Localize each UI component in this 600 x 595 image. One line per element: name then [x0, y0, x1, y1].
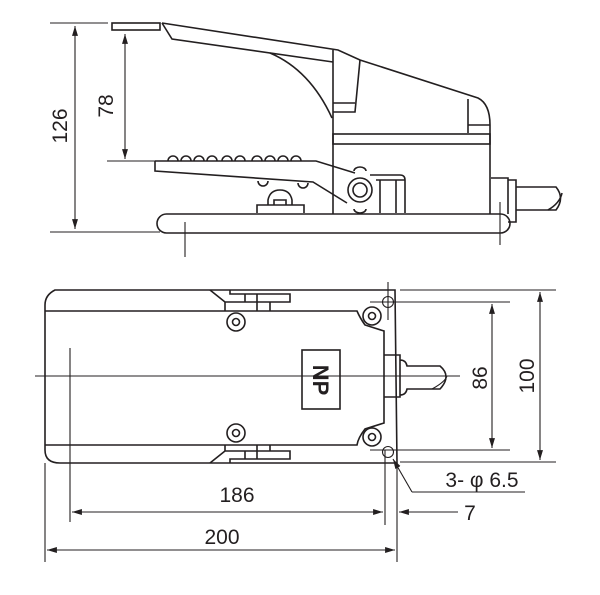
body-outline	[44, 289, 398, 464]
pedal-treads	[167, 155, 302, 162]
dimension-label-200: 200	[204, 526, 239, 549]
screws	[226, 306, 382, 447]
roller	[347, 177, 373, 203]
plan-view: NP 86 100 3- φ 6.5 186 7 200	[35, 282, 556, 562]
pedal-cover-edge	[161, 22, 334, 63]
dimension-label-100: 100	[516, 358, 539, 393]
housing-band	[332, 133, 491, 145]
lower-pedal	[154, 160, 356, 204]
dimension-label-86: 86	[469, 366, 492, 389]
base-plate	[156, 213, 511, 234]
nameplate-label: NP	[308, 365, 333, 396]
dimension-label-7: 7	[464, 502, 476, 525]
dimension-label-186: 186	[219, 484, 254, 507]
hinge-bottom	[209, 445, 291, 464]
spring-stop	[256, 189, 305, 213]
nameplate	[301, 349, 341, 410]
dimension-label-126: 126	[49, 108, 72, 143]
pedal-top-plate	[111, 22, 161, 31]
mount-holes-label: 3- φ 6.5	[445, 469, 518, 492]
side-view: 126 78	[49, 22, 563, 257]
pedal-cover	[161, 22, 491, 214]
switch-box	[370, 174, 406, 213]
plunger	[491, 177, 562, 223]
hinge-top	[209, 289, 291, 311]
dimension-label-78: 78	[95, 94, 118, 117]
inner-outline	[45, 310, 385, 446]
